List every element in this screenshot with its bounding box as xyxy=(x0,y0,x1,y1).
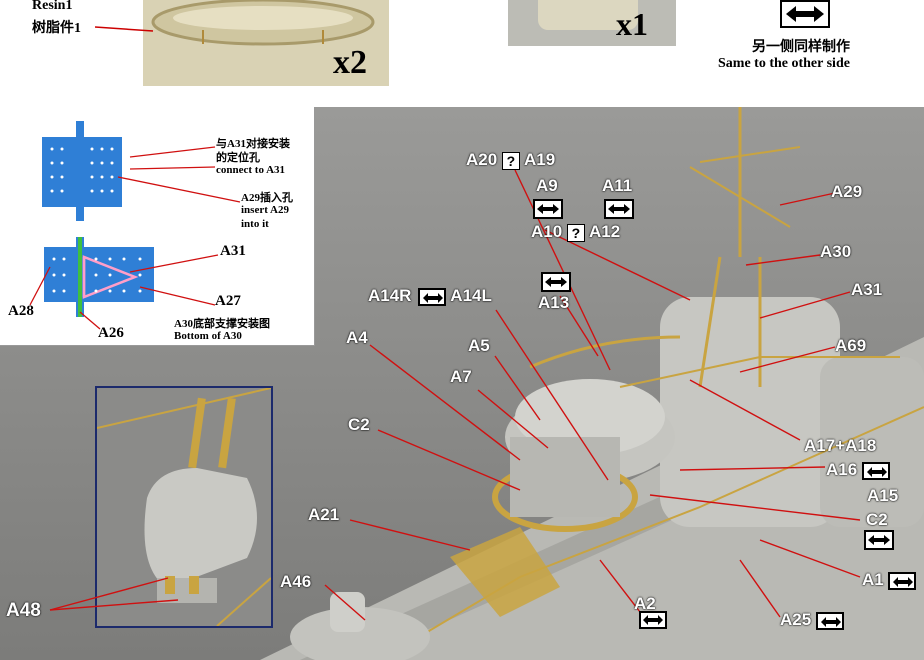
inset-label-a28: A28 xyxy=(8,303,34,319)
label-a31: A31 xyxy=(851,280,883,299)
inset-label-a26: A26 xyxy=(98,325,124,341)
label-a7: A7 xyxy=(450,367,472,386)
label-a20: A20 ? A19 xyxy=(466,150,556,170)
label-a48: A48 xyxy=(6,600,41,621)
label-a46: A46 xyxy=(280,572,312,591)
inset-bottom-en: Bottom of A30 xyxy=(174,330,242,342)
inset-note-a31-cn-2: 的定位孔 xyxy=(216,152,260,164)
label-a5: A5 xyxy=(468,336,490,355)
label-c2a: C2 xyxy=(348,415,370,434)
question-icon: ? xyxy=(501,151,520,170)
label-a30: A30 xyxy=(820,242,852,261)
label-a2: A2 xyxy=(634,594,656,613)
label-a4: A4 xyxy=(346,328,368,347)
inset-note-a31-cn-1: 与A31对接安装 xyxy=(216,138,290,150)
boat-illustration xyxy=(151,0,375,46)
label-a17a18: A17+A18 xyxy=(804,436,877,455)
double-arrow-icon xyxy=(639,611,667,629)
resin-label-cn: 树脂件1 xyxy=(32,21,81,36)
inset-diagram: 与A31对接安装 的定位孔 connect to A31 A29插入孔 inse… xyxy=(0,107,315,346)
inset-note-a31-en: connect to A31 xyxy=(216,164,286,176)
part-photo: x1 xyxy=(508,0,676,46)
qty-mid: x1 xyxy=(616,6,648,42)
label-a1: A1 xyxy=(862,570,917,590)
double-arrow-icon xyxy=(541,272,571,292)
inset-illustration xyxy=(29,121,241,330)
other-side-cn: 另一侧同样制作 xyxy=(752,40,850,55)
turret-inset xyxy=(95,386,273,628)
resin-label-en: Resin1 xyxy=(32,0,73,13)
double-arrow-icon xyxy=(815,611,844,630)
inset-label-a27: A27 xyxy=(215,293,241,309)
label-a13: A13 xyxy=(538,293,570,312)
leader-line xyxy=(95,26,154,32)
turret-illustration xyxy=(97,388,271,626)
inset-note-a29-en-2: into it xyxy=(241,218,269,230)
label-a10: A10 ? A12 xyxy=(531,222,621,242)
label-a69: A69 xyxy=(835,336,867,355)
label-a15: A15 xyxy=(867,486,899,505)
label-a29: A29 xyxy=(831,182,863,201)
double-arrow-icon xyxy=(861,461,890,480)
inset-note-a29-en-1: insert A29 xyxy=(241,204,289,216)
label-a14r: A14R A14L xyxy=(368,286,492,306)
label-a16: A16 xyxy=(826,460,890,480)
double-arrow-icon xyxy=(604,199,634,219)
question-icon: ? xyxy=(566,223,585,242)
other-side-en: Same to the other side xyxy=(718,56,850,71)
double-arrow-icon xyxy=(533,199,563,219)
double-arrow-icon xyxy=(780,0,830,28)
qty-left: x2 xyxy=(333,44,367,81)
label-c2b: C2 xyxy=(866,510,888,529)
resin-photo: x2 xyxy=(143,0,389,86)
label-a21: A21 xyxy=(308,505,340,524)
inset-bottom-cn: A30底部支撑安装图 xyxy=(174,318,270,330)
double-arrow-icon xyxy=(888,571,917,590)
label-a9: A9 xyxy=(536,176,558,195)
label-a11: A11 xyxy=(602,176,633,195)
inset-label-a31: A31 xyxy=(220,243,246,259)
double-arrow-icon xyxy=(864,530,894,550)
inset-note-a29-cn: A29插入孔 xyxy=(241,192,293,204)
double-arrow-icon xyxy=(418,287,447,306)
label-a25: A25 xyxy=(780,610,844,630)
